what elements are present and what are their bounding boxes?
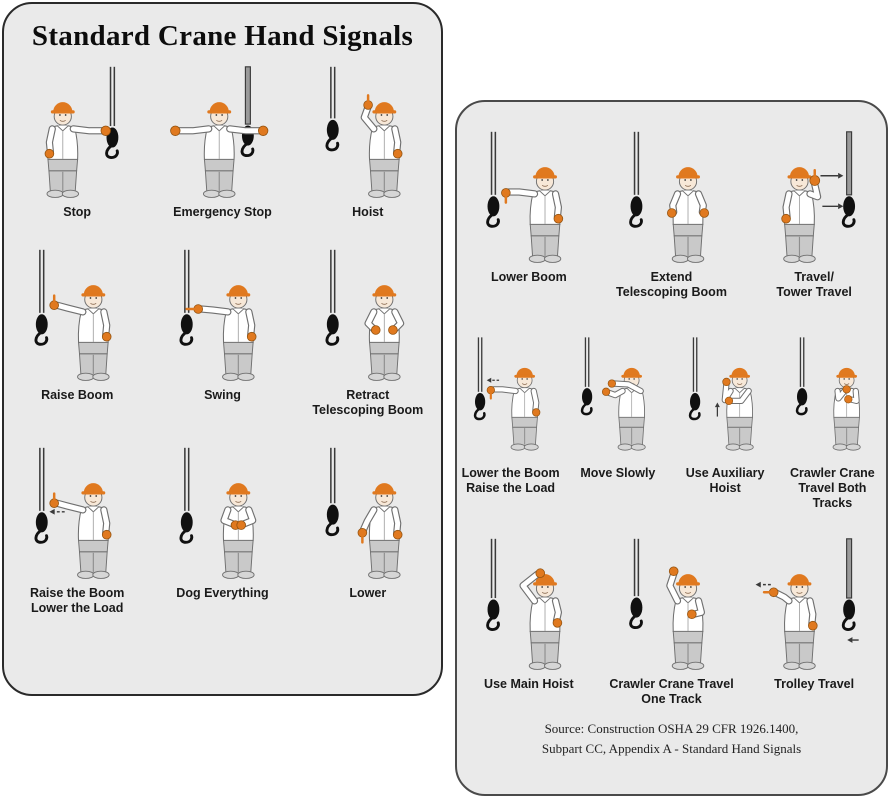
retract-telescoping-boom-signal-icon	[325, 249, 404, 381]
signal-cell: Travel/ Tower Travel	[743, 128, 885, 300]
signal-cell: Raise Boom	[5, 246, 149, 403]
signal-cell: Trolley Travel	[743, 535, 885, 692]
page-title: Standard Crane Hand Signals	[31, 20, 414, 52]
signal-label: Retract Telescoping Boom	[312, 388, 424, 417]
signal-row: Lower Boom Extend Telescoping Boom Travel/…	[457, 128, 886, 300]
signal-label: Extend Telescoping Boom	[616, 270, 727, 299]
source-line-2: Subpart CC, Appendix A - Standard Hand S…	[541, 741, 802, 757]
lower-boom-signal-icon	[486, 131, 564, 263]
signal-label: Raise the Boom Lower the Load	[29, 586, 125, 615]
signal-cell: Lower Boom	[458, 128, 600, 285]
signal-label: Emergency Stop	[173, 205, 272, 219]
signal-label: Dog Everything	[176, 586, 269, 600]
source-note: Source: Construction OSHA 29 CFR 1926.14…	[457, 719, 886, 759]
signal-cell: Extend Telescoping Boom	[601, 128, 743, 300]
crawler-crane-travel-one-track-signal-icon	[628, 538, 705, 670]
source-line-1: Source: Construction OSHA 29 CFR 1926.14…	[544, 721, 799, 736]
use-auxiliary-hoist-signal-icon	[688, 337, 754, 451]
extend-telescoping-boom-signal-icon	[628, 131, 709, 263]
emergency-stop-signal-icon	[170, 66, 269, 198]
signal-cell: Stop	[5, 63, 149, 220]
signal-label: Lower	[349, 586, 387, 600]
signal-label: Stop	[63, 205, 92, 219]
signal-label: Lower the Boom Raise the Load	[461, 466, 560, 495]
signal-cell: Use Auxiliary Hoist	[672, 324, 779, 496]
signal-row: Raise the Boom Lower the Load Dog Everyth…	[4, 444, 441, 616]
signal-cell: Crawler Crane Travel One Track	[601, 535, 743, 707]
signal-label: Move Slowly	[580, 466, 656, 480]
signal-label: Crawler Crane Travel Both Tracks	[789, 466, 875, 510]
signal-label: Hoist	[352, 205, 384, 219]
signal-label: Use Main Hoist	[484, 677, 574, 691]
hoist-signal-icon	[325, 66, 403, 198]
right-panel: Lower Boom Extend Telescoping Boom Travel/…	[455, 100, 888, 796]
lower-boom-raise-load-signal-icon	[473, 337, 541, 451]
lower-signal-icon	[325, 447, 403, 579]
signal-cell: Raise the Boom Lower the Load	[5, 444, 149, 616]
left-panel: Standard Crane Hand Signals Stop Emergenc…	[2, 2, 443, 696]
signal-row: Lower the Boom Raise the Load Move Slowly…	[457, 324, 886, 511]
crawler-crane-travel-both-tracks-signal-icon	[795, 337, 861, 451]
signal-cell: Dog Everything	[150, 444, 294, 601]
signal-cell: Move Slowly	[564, 324, 671, 481]
raise-boom-signal-icon	[34, 249, 112, 381]
signal-label: Travel/ Tower Travel	[776, 270, 852, 299]
raise-boom-lower-load-signal-icon	[34, 447, 112, 579]
signal-label: Use Auxiliary Hoist	[685, 466, 765, 495]
signal-cell: Hoist	[296, 63, 440, 220]
use-main-hoist-signal-icon	[486, 538, 563, 670]
signal-cell: Lower	[296, 444, 440, 601]
dog-everything-signal-icon	[179, 447, 257, 579]
signal-label: Crawler Crane Travel One Track	[609, 677, 734, 706]
signal-row: Use Main Hoist Crawler Crane Travel One T…	[457, 535, 886, 707]
signal-cell: Crawler Crane Travel Both Tracks	[779, 324, 886, 511]
swing-signal-icon	[179, 249, 257, 381]
signal-label: Trolley Travel	[774, 677, 855, 691]
signal-label: Raise Boom	[41, 388, 114, 402]
move-slowly-signal-icon	[581, 337, 646, 451]
trolley-travel-signal-icon	[755, 538, 860, 670]
signal-label: Lower Boom	[491, 270, 567, 284]
travel-tower-travel-signal-icon	[781, 131, 856, 263]
signal-cell: Retract Telescoping Boom	[296, 246, 440, 418]
signal-cell: Swing	[150, 246, 294, 403]
signal-label: Swing	[204, 388, 241, 402]
signal-cell: Lower the Boom Raise the Load	[457, 324, 564, 496]
right-panel-rows: Lower Boom Extend Telescoping Boom Travel/…	[457, 128, 886, 707]
stop-signal-icon	[44, 66, 119, 198]
signal-row: Raise Boom Swing Retract Telescoping Boom	[4, 246, 441, 418]
signal-row: Stop Emergency Stop Hoist	[4, 63, 441, 220]
signal-cell: Use Main Hoist	[458, 535, 600, 692]
signal-cell: Emergency Stop	[150, 63, 294, 220]
